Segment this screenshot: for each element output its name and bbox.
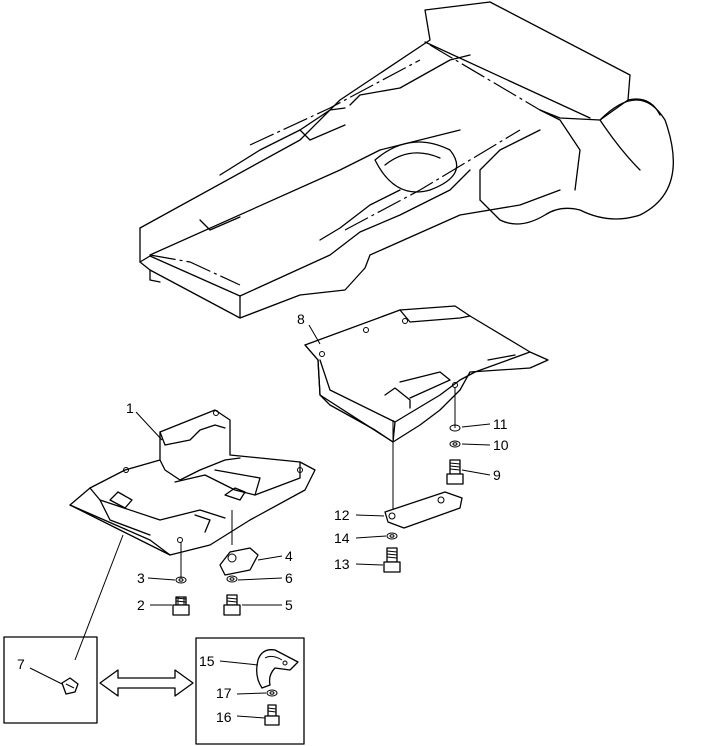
callout-7: 7 (17, 656, 25, 672)
callout-17: 17 (216, 685, 232, 701)
callout-4: 4 (285, 548, 293, 564)
callout-13: 13 (334, 556, 350, 572)
detail-box-right (195, 637, 305, 745)
small-plate (384, 491, 463, 529)
callout-labels: 1 2 3 4 5 6 7 8 9 10 11 12 13 14 15 16 1… (17, 311, 509, 725)
small-plate-4 (219, 547, 259, 576)
callout-15: 15 (199, 653, 215, 669)
callout-2: 2 (137, 597, 145, 613)
cover-plate-1 (69, 409, 316, 661)
fasteners (172, 424, 464, 616)
callout-12: 12 (334, 507, 350, 523)
leader-lines (29, 324, 491, 719)
callout-11: 11 (493, 416, 508, 432)
callout-16: 16 (216, 709, 232, 725)
callout-6: 6 (285, 570, 293, 586)
callout-5: 5 (285, 597, 293, 613)
callout-8: 8 (297, 311, 305, 327)
cover-plate-8 (304, 305, 549, 510)
callout-1: 1 (126, 400, 134, 416)
callout-9: 9 (493, 467, 501, 483)
main-frame (139, 1, 674, 319)
double-arrow (99, 669, 194, 697)
detail-box-left (3, 636, 98, 724)
callout-3: 3 (137, 570, 145, 586)
callout-14: 14 (334, 530, 350, 546)
callout-10: 10 (493, 437, 509, 453)
